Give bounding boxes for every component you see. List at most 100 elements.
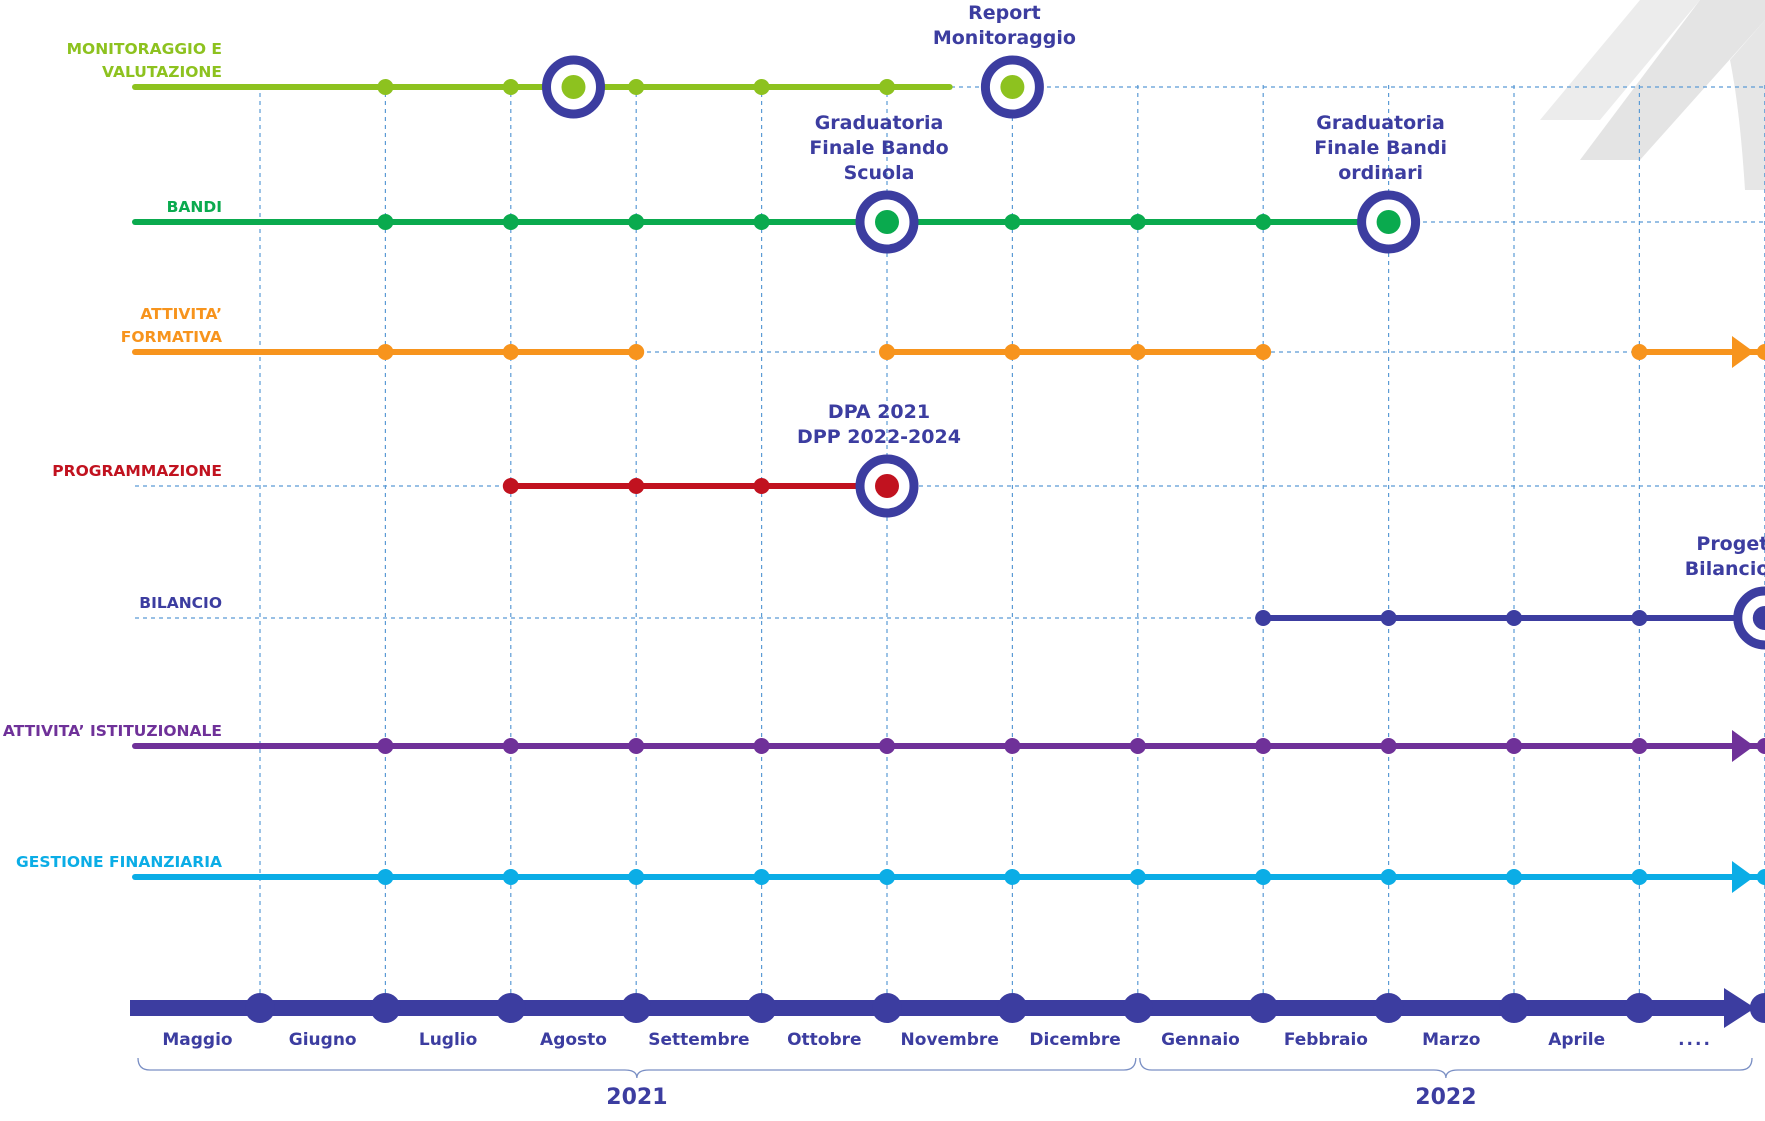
row-label: ATTIVITA’ ISTITUZIONALE xyxy=(3,722,222,740)
decor-stripe xyxy=(1580,0,1765,160)
milestone-caption: Monitoraggio xyxy=(933,27,1076,49)
row-dot xyxy=(628,214,645,230)
row-dot xyxy=(753,738,770,754)
row-dot xyxy=(753,478,770,494)
month-label-dicembre: Dicembre xyxy=(1029,1030,1120,1050)
axis-tick-dot xyxy=(370,993,401,1023)
decor-stripe xyxy=(1730,20,1765,190)
month-label-febbraio: Febbraio xyxy=(1284,1030,1368,1050)
milestone-caption: DPP 2022-2024 xyxy=(797,426,961,448)
milestone-caption: Bilancio 2021 xyxy=(1685,558,1765,580)
milestone-center xyxy=(875,210,899,234)
row-dot xyxy=(1756,869,1765,885)
milestone-center xyxy=(875,474,899,498)
year-brace xyxy=(137,1057,1137,1079)
month-label-luglio: Luglio xyxy=(419,1030,477,1050)
row-label: ATTIVITA’ xyxy=(140,305,222,323)
month-label-settembre: Settembre xyxy=(648,1030,749,1050)
milestone-caption: Report xyxy=(968,2,1041,24)
milestone-caption: Finale Bandi xyxy=(1314,137,1447,159)
row-dot xyxy=(1506,738,1522,754)
row-dot xyxy=(628,738,645,754)
row-istituzionale: ATTIVITA’ ISTITUZIONALE xyxy=(3,722,1765,762)
row-label: BANDI xyxy=(167,198,222,216)
row-arrow-head xyxy=(1732,336,1754,368)
row-dot xyxy=(1756,344,1765,360)
row-dot xyxy=(628,869,645,885)
row-dot xyxy=(1129,214,1146,230)
milestone-center xyxy=(561,75,586,99)
axis-tick-dot xyxy=(1248,993,1279,1023)
row-dot xyxy=(377,79,394,95)
month-label-agosto: Agosto xyxy=(540,1030,607,1050)
vertical-guides xyxy=(259,85,1765,1008)
row-monitoraggio: MONITORAGGIO E VALUTAZIONE ReportMonitorag… xyxy=(67,2,1765,119)
row-dot xyxy=(502,214,519,230)
row-dot xyxy=(879,738,895,754)
row-dot xyxy=(628,478,645,494)
row-dot xyxy=(628,79,645,95)
row-dot xyxy=(1255,738,1272,754)
row-dot xyxy=(377,344,394,360)
row-dot xyxy=(502,478,519,494)
row-dot xyxy=(1004,738,1021,754)
row-dot xyxy=(1004,214,1021,230)
row-dot xyxy=(1255,344,1272,360)
row-dot xyxy=(1631,344,1648,360)
month-ellipsis: .... xyxy=(1678,1030,1712,1050)
row-arrow-head xyxy=(1732,730,1754,762)
axis-tick-dot xyxy=(495,993,526,1023)
row-dot xyxy=(1129,869,1146,885)
row-dot xyxy=(1129,344,1146,360)
row-dot xyxy=(1129,738,1146,754)
row-dot xyxy=(1506,610,1522,626)
axis-arrow-head xyxy=(1724,988,1755,1028)
milestone-caption: ordinari xyxy=(1338,162,1423,184)
decorative-stripes xyxy=(1540,0,1765,190)
milestone-center xyxy=(1752,606,1765,630)
row-label: MONITORAGGIO E xyxy=(67,40,222,58)
year-label: 2022 xyxy=(1415,1085,1476,1110)
axis-tick-dot xyxy=(746,993,777,1023)
axis-tick-dot xyxy=(1749,993,1765,1023)
milestone-caption: Graduatoria xyxy=(815,112,944,134)
month-label-aprile: Aprile xyxy=(1548,1030,1605,1050)
row-label: PROGRAMMAZIONE xyxy=(52,462,222,480)
axis-tick-dot xyxy=(1499,993,1529,1023)
row-dot xyxy=(1631,738,1648,754)
row-finanziaria: GESTIONE FINANZIARIA xyxy=(16,853,1765,893)
row-dot xyxy=(1255,610,1272,626)
milestone-caption: Finale Bando xyxy=(809,137,948,159)
axis-tick-dot xyxy=(1624,993,1655,1023)
row-dot xyxy=(1631,610,1648,626)
row-dot xyxy=(1631,869,1648,885)
row-dot xyxy=(879,344,895,360)
row-dot xyxy=(502,738,519,754)
row-label: VALUTAZIONE xyxy=(102,63,222,81)
row-formativa: ATTIVITA’FORMATIVA xyxy=(121,305,1765,368)
year-label: 2021 xyxy=(606,1085,667,1110)
row-label: BILANCIO xyxy=(139,594,222,612)
row-arrow-head xyxy=(1732,861,1754,893)
row-dot xyxy=(1255,214,1272,230)
month-label-giugno: Giugno xyxy=(289,1030,357,1050)
row-dot xyxy=(1004,869,1021,885)
axis-tick-dot xyxy=(1122,993,1153,1023)
row-dot xyxy=(1756,738,1765,754)
month-label-novembre: Novembre xyxy=(901,1030,999,1050)
milestone-center xyxy=(1000,75,1025,99)
activity-rows: MONITORAGGIO E VALUTAZIONE ReportMonitorag… xyxy=(3,2,1765,893)
row-dot xyxy=(753,869,770,885)
decor-stripe xyxy=(1540,0,1700,120)
row-dot xyxy=(879,869,895,885)
axis-tick-dot xyxy=(997,993,1028,1023)
milestone-caption: DPA 2021 xyxy=(828,401,930,423)
row-dot xyxy=(753,79,770,95)
month-label-ottobre: Ottobre xyxy=(787,1030,861,1050)
row-dot xyxy=(628,344,645,360)
row-dot xyxy=(377,869,394,885)
